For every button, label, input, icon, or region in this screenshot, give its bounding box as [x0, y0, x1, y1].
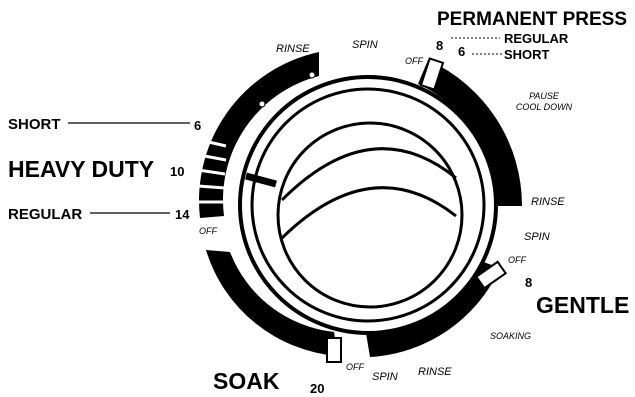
gentle-rinse-label: RINSE [418, 366, 452, 378]
gentle-title: GENTLE [536, 292, 629, 318]
gentle-spin-label: SPIN [372, 371, 398, 383]
heavy-duty-short-label: SHORT [8, 116, 61, 133]
permanent-press-short-minutes: 6 [458, 44, 465, 59]
heavy-duty-regular-label: REGULAR [8, 206, 82, 223]
permanent-press-regular-minutes: 8 [436, 38, 443, 53]
top-rinse-label: RINSE [276, 43, 310, 55]
heavy-duty-title: HEAVY DUTY [8, 156, 154, 182]
soak-off-notch [327, 338, 341, 362]
soak-title: SOAK [213, 368, 280, 394]
dot-marker [309, 72, 315, 78]
heavy-duty-mid-minutes: 10 [170, 164, 184, 179]
heavy-duty-off-label: OFF [199, 226, 217, 236]
top-spin-label: SPIN [352, 39, 378, 51]
gentle-soaking-label: SOAKING [490, 331, 531, 341]
permanent-press-title: PERMANENT PRESS [437, 9, 627, 30]
permanent-press-spin-label: SPIN [524, 231, 550, 243]
permanent-press-off-label: OFF [405, 56, 423, 66]
permanent-press-cool-down-label: COOL DOWN [516, 102, 573, 112]
permanent-press-pause-label: PAUSE [529, 91, 560, 101]
gentle-off-label: OFF [508, 255, 526, 265]
heavy-duty-short-minutes: 6 [194, 118, 201, 133]
soak-minutes: 20 [310, 381, 324, 396]
permanent-press-rinse-label: RINSE [531, 196, 565, 208]
gentle-minutes: 8 [525, 275, 532, 290]
permanent-press-regular-label: REGULAR [504, 31, 569, 46]
permanent-press-short-label: SHORT [504, 47, 550, 62]
soak-off-label: OFF [346, 362, 364, 372]
dot-marker [259, 101, 265, 107]
heavy-duty-regular-minutes: 14 [175, 207, 190, 222]
